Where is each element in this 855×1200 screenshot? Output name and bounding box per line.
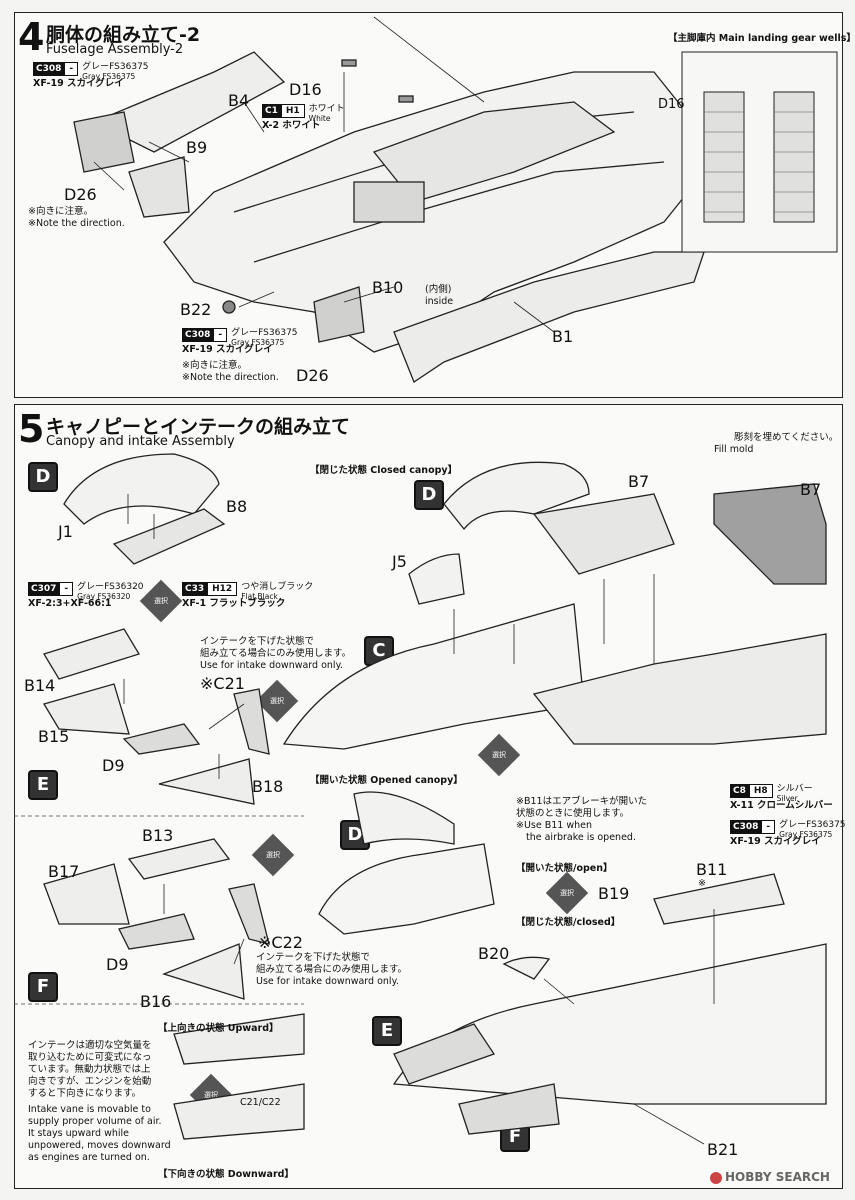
part-label-b14: B14 xyxy=(24,676,56,695)
fill-mold-note: 彫刻を埋めてください。Fill mold xyxy=(714,432,839,455)
part-label-b21: B21 xyxy=(707,1140,739,1159)
direction-note-1: ※向きに注意。※Note the direction. xyxy=(28,206,125,229)
runner-letter-c: C xyxy=(364,636,394,666)
watermark-logo: HOBBY SEARCH xyxy=(710,1170,830,1184)
part-label-b20: B20 xyxy=(478,944,510,963)
opened-canopy-label: 【開いた状態 Opened canopy】 xyxy=(310,775,463,786)
fuselage-drawing xyxy=(73,16,838,383)
part-label-d9b: D9 xyxy=(106,955,129,974)
part-label-b17: B17 xyxy=(48,862,80,881)
inside-label: (内側)inside xyxy=(425,284,454,307)
part-label-c21: ※C21 xyxy=(200,674,245,693)
runner-letter-f: F xyxy=(28,972,58,1002)
paint-note: X-11 クロームシルバー xyxy=(730,800,833,811)
part-label-b1: B1 xyxy=(552,327,574,346)
part-label-j1: J1 xyxy=(58,522,73,541)
step4-number: 4 xyxy=(18,15,45,59)
runner-letter-d: D xyxy=(28,462,58,492)
part-label-b19: B19 xyxy=(598,884,630,903)
intake-note-2: インテークを下げた状態で組み立てる場合にのみ使用します。Use for inta… xyxy=(256,952,408,987)
runner-letter-e: E xyxy=(28,770,58,800)
part-label-b11: B11 xyxy=(696,860,728,879)
hobby-search-logo-icon xyxy=(710,1171,722,1184)
paint-note: XF-19 スカイグレイ xyxy=(33,78,124,89)
part-label-b7-inset: B7 xyxy=(800,480,822,499)
part-label-b13: B13 xyxy=(142,826,174,845)
closed-label: 【閉じた状態/closed】 xyxy=(516,917,621,928)
part-label-d9: D9 xyxy=(102,756,125,775)
step4-subtitle: Fuselage Assembly-2 xyxy=(46,42,184,57)
step5-title: キャノピーとインテークの組み立て xyxy=(46,416,351,438)
part-label-d26: D26 xyxy=(64,185,97,204)
direction-note-2: ※向きに注意。※Note the direction. xyxy=(182,360,279,383)
paint-note: X-2 ホワイト xyxy=(262,120,321,131)
part-label-b16: B16 xyxy=(140,992,172,1011)
step5-subtitle: Canopy and intake Assembly xyxy=(46,434,235,449)
part-label-d26-lower: D26 xyxy=(296,366,329,385)
part-label-b10: B10 xyxy=(372,278,404,297)
part-label-d16-inset: D16 xyxy=(658,97,685,112)
part-label-j5: J5 xyxy=(392,552,407,571)
b11-mark: ※ xyxy=(698,878,706,889)
paint-code: C308 xyxy=(33,62,65,76)
upward-label: 【上向きの状態 Upward】 xyxy=(158,1023,279,1034)
c21-c22-label: C21/C22 xyxy=(240,1097,281,1108)
step4-title: 胴体の組み立て-2 xyxy=(46,24,201,46)
paint-note: XF-19 スカイグレイ xyxy=(730,836,821,847)
downward-label: 【下向きの状態 Downward】 xyxy=(158,1169,294,1180)
canopy-intake-drawing xyxy=(14,453,827,1145)
paint-note: XF-19 スカイグレイ xyxy=(182,344,273,355)
intake-vane-note-jp: インテークは適切な空気量を取り込むために可変式になっています。無動力状態では上 … xyxy=(28,1040,152,1099)
runner-letter-d: D xyxy=(414,480,444,510)
part-label-b8: B8 xyxy=(226,497,248,516)
main-gear-wells-label: 【主脚庫内 Main landing gear wells】 xyxy=(668,33,855,44)
part-label-b4: B4 xyxy=(228,91,250,110)
part-label-b15: B15 xyxy=(38,727,70,746)
part-label-d16: D16 xyxy=(289,80,322,99)
part-label-b22: B22 xyxy=(180,300,212,319)
runner-letter-e: E xyxy=(372,1016,402,1046)
step5-number: 5 xyxy=(18,407,45,451)
b11-note: ※B11はエアブレーキが開いた状態のときに使用します。 ※Use B11 whe… xyxy=(516,796,648,843)
paint-note: XF-2:3+XF-66:1 xyxy=(28,598,112,609)
part-label-b18: B18 xyxy=(252,777,284,796)
paint-code2: - xyxy=(64,62,79,76)
paint-note: XF-1 フラットブラック xyxy=(182,598,286,609)
closed-canopy-label: 【閉じた状態 Closed canopy】 xyxy=(310,465,458,476)
part-label-b9: B9 xyxy=(186,138,208,157)
part-label-c22: ※C22 xyxy=(258,933,303,952)
part-label-b7: B7 xyxy=(628,472,650,491)
intake-note-1: インテークを下げた状態で組み立てる場合にのみ使用します。Use for inta… xyxy=(200,636,352,671)
open-label: 【開いた状態/open】 xyxy=(516,863,613,874)
